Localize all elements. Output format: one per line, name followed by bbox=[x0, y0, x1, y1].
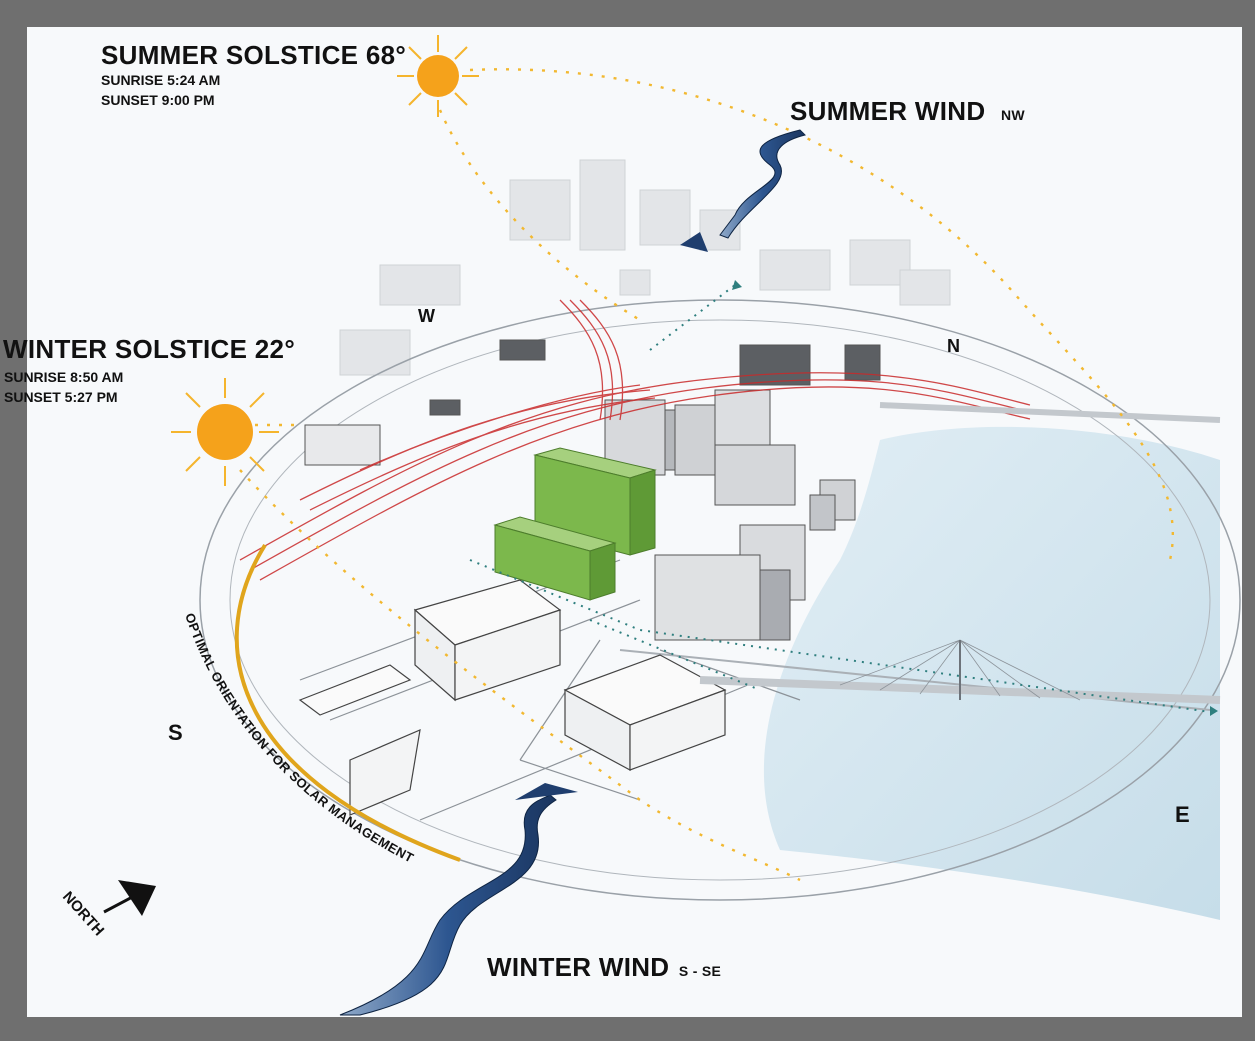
summer-sunrise: SUNRISE 5:24 AM bbox=[101, 72, 221, 88]
compass-east: E bbox=[1175, 802, 1190, 827]
site-rings bbox=[199, 299, 1241, 901]
winter-sun-path-chevrons bbox=[239, 423, 801, 882]
path-arrow-e bbox=[1210, 706, 1218, 716]
summer-sun-path-chevrons bbox=[438, 68, 1174, 561]
summer-wind-label: SUMMER WIND NW bbox=[790, 96, 1025, 126]
path-arrow-ne bbox=[732, 280, 742, 290]
winter-sunset: SUNSET 5:27 PM bbox=[4, 389, 118, 405]
north-arrow-icon bbox=[103, 880, 156, 916]
distant-city bbox=[339, 159, 951, 376]
summer-wind-direction: NW bbox=[1000, 107, 1025, 123]
winter-wind-direction: S - SE bbox=[678, 963, 722, 979]
diagram-canvas: OPTIMAL ORIENTATION FOR SOLAR MANAGEMENT… bbox=[59, 35, 1241, 1016]
winter-sunrise: SUNRISE 8:50 AM bbox=[4, 369, 124, 385]
pedestrian-paths bbox=[469, 284, 1211, 713]
winter-wind-arrow-icon bbox=[339, 783, 578, 1016]
solar-orientation-arc bbox=[234, 543, 461, 862]
summer-solstice-title: SUMMER SOLSTICE 68° bbox=[101, 40, 407, 70]
compass-west: W bbox=[418, 306, 435, 326]
winter-solstice-title: WINTER SOLSTICE 22° bbox=[3, 334, 296, 364]
summer-wind-arrow-icon bbox=[680, 129, 806, 252]
winter-wind-label: WINTER WIND S - SE bbox=[487, 952, 722, 982]
highway-ramps bbox=[239, 299, 1031, 581]
north-label: NORTH bbox=[59, 888, 107, 939]
bridges bbox=[699, 402, 1221, 704]
summer-sunset: SUNSET 9:00 PM bbox=[101, 92, 215, 108]
summer-sun-icon bbox=[397, 35, 479, 117]
site-analysis-diagram: OPTIMAL ORIENTATION FOR SOLAR MANAGEMENT… bbox=[27, 27, 1242, 1017]
foreground-blocks bbox=[298, 579, 727, 816]
compass-south: S bbox=[168, 720, 183, 745]
compass-north: N bbox=[947, 336, 960, 356]
green-buildings bbox=[493, 447, 657, 601]
winter-sun-icon bbox=[171, 378, 279, 486]
grey-buildings bbox=[304, 339, 881, 641]
river bbox=[763, 426, 1220, 920]
